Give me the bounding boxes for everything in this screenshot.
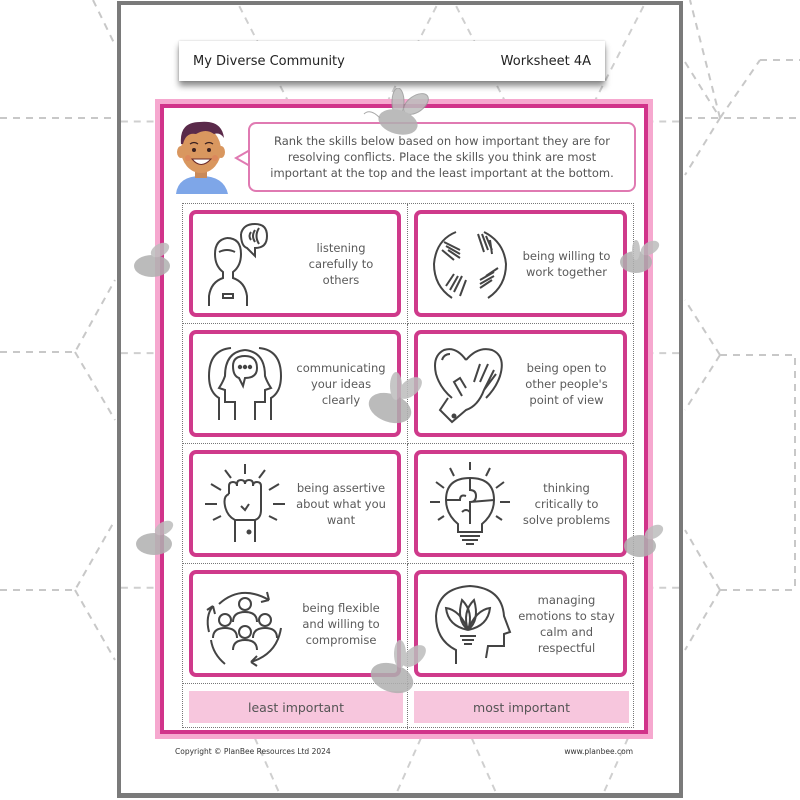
grid-cell: being open to other people's point of vi…	[408, 324, 633, 444]
skill-card-listening[interactable]: listening carefully to others	[189, 210, 401, 317]
skill-card-work-together[interactable]: being willing to work together	[414, 210, 627, 317]
head-speech-icon	[207, 346, 283, 420]
skill-label: being flexible and willing to compromise	[302, 600, 380, 647]
grid-cell: listening carefully to others	[183, 204, 408, 324]
hands-circle-icon	[432, 230, 508, 299]
lotus-head-icon	[434, 584, 512, 664]
bee-watermark-icon	[136, 520, 174, 555]
group-cycle-icon	[206, 591, 282, 667]
skill-label: thinking critically to solve problems	[522, 480, 611, 527]
boy-avatar-icon	[176, 121, 228, 194]
skill-label: listening carefully to others	[308, 240, 374, 287]
skill-card-open-minded[interactable]: being open to other people's point of vi…	[414, 330, 627, 437]
skill-label: being open to other people's point of vi…	[525, 360, 608, 407]
grid-cell: being assertive about what you want	[183, 444, 408, 564]
skill-card-assertive[interactable]: being assertive about what you want	[189, 450, 401, 557]
title-bar: My Diverse Community Worksheet 4A	[179, 41, 605, 81]
heart-hand-icon	[434, 347, 503, 423]
puzzle-lightbulb-icon	[430, 461, 510, 545]
skill-label: being assertive about what you want	[296, 480, 386, 527]
raised-fist-icon	[205, 463, 285, 542]
grid-cell: being willing to work together	[408, 204, 633, 324]
footer: Copyright © PlanBee Resources Ltd 2024 w…	[175, 747, 633, 756]
listening-person-icon	[208, 222, 269, 306]
most-important-label: most important	[414, 691, 629, 723]
bee-watermark-icon	[363, 88, 429, 135]
bee-watermark-icon	[620, 240, 660, 273]
grid-cell: managing emotions to stay calm and respe…	[408, 564, 633, 684]
grid-cell: thinking critically to solve problems	[408, 444, 633, 564]
skill-label: being willing to work together	[522, 248, 611, 279]
worksheet-number: Worksheet 4A	[500, 53, 591, 69]
bee-watermark-icon	[370, 640, 426, 694]
skill-label: managing emotions to stay calm and respe…	[518, 592, 615, 655]
most-important-cell: most important	[408, 684, 633, 729]
bee-watermark-icon	[624, 524, 664, 557]
website-link: www.planbee.com	[564, 747, 633, 756]
copyright-text: Copyright © PlanBee Resources Ltd 2024	[175, 747, 331, 756]
page-title: My Diverse Community	[193, 53, 345, 69]
skill-card-critical-thinking[interactable]: thinking critically to solve problems	[414, 450, 627, 557]
bee-watermark-icon	[134, 242, 170, 277]
instructions-text: Rank the skills below based on how impor…	[270, 134, 614, 180]
skill-card-managing-emotions[interactable]: managing emotions to stay calm and respe…	[414, 570, 627, 677]
bee-watermark-icon	[368, 372, 422, 424]
instructions-bubble: Rank the skills below based on how impor…	[248, 122, 636, 192]
